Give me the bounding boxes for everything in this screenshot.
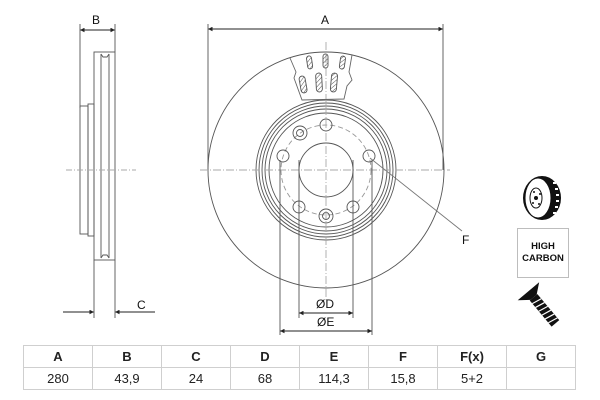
side-view (63, 24, 155, 318)
header-a: A (23, 345, 93, 368)
header-fx: F(x) (437, 345, 507, 368)
header-e: E (299, 345, 369, 368)
spec-table-header-row: A B C D E F F(x) G (23, 345, 576, 368)
spec-table-value-row: 280 43,9 24 68 114,3 15,8 5+2 (23, 367, 576, 390)
dimension-label-a: A (321, 13, 329, 27)
header-c: C (161, 345, 231, 368)
high-carbon-badge: HIGH CARBON (517, 228, 569, 278)
header-b: B (92, 345, 162, 368)
dimension-label-c: C (137, 298, 146, 312)
dimension-label-f: F (462, 233, 469, 247)
value-fx: 5+2 (437, 367, 507, 390)
brake-disc-technical-drawing: B C (63, 13, 561, 335)
header-g: G (506, 345, 576, 368)
value-f: 15,8 (368, 367, 438, 390)
dimension-label-b: B (92, 13, 100, 27)
value-c: 24 (161, 367, 231, 390)
value-e: 114,3 (299, 367, 369, 390)
countersunk-screw-icon (517, 282, 560, 327)
dimension-label-e: ØE (317, 315, 334, 329)
high-carbon-line2: CARBON (522, 253, 564, 264)
value-b: 43,9 (92, 367, 162, 390)
high-carbon-line1: HIGH (531, 241, 555, 252)
value-a: 280 (23, 367, 93, 390)
dimension-label-d: ØD (316, 297, 334, 311)
value-d: 68 (230, 367, 300, 390)
vented-disc-icon (523, 176, 561, 220)
value-g (506, 367, 576, 390)
front-view (200, 24, 463, 335)
header-f: F (368, 345, 438, 368)
spec-table: A B C D E F F(x) G 280 43,9 24 68 114,3 … (23, 345, 576, 390)
header-d: D (230, 345, 300, 368)
